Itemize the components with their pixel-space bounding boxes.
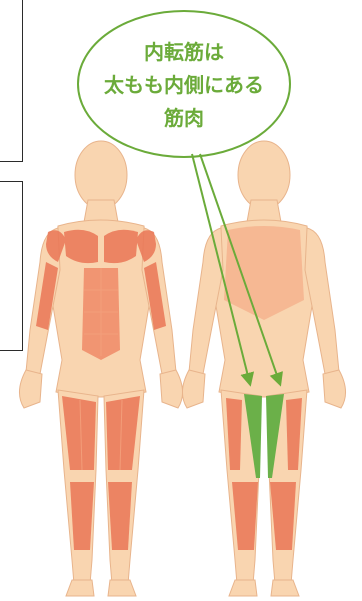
front-muscle-calf-left: [70, 482, 94, 550]
front-head: [75, 141, 127, 209]
front-hand-left: [19, 370, 42, 408]
callout-line-2: 太もも内側にある: [84, 69, 284, 102]
front-hand-right: [160, 370, 183, 408]
front-muscle-calf-right: [108, 482, 132, 550]
back-muscle-upper-back: [224, 226, 304, 320]
front-body-figure: [19, 141, 182, 596]
back-foot-left: [229, 580, 257, 596]
back-neck: [247, 200, 281, 222]
front-neck: [84, 200, 118, 222]
back-head: [238, 141, 290, 209]
back-hand-left: [182, 370, 205, 408]
callout-line-1: 内転筋は: [84, 36, 284, 69]
callout-line-3: 筋肉: [84, 102, 284, 135]
back-hand-right: [323, 370, 346, 408]
front-foot-left: [66, 580, 94, 596]
front-foot-right: [108, 580, 136, 596]
back-foot-right: [271, 580, 299, 596]
